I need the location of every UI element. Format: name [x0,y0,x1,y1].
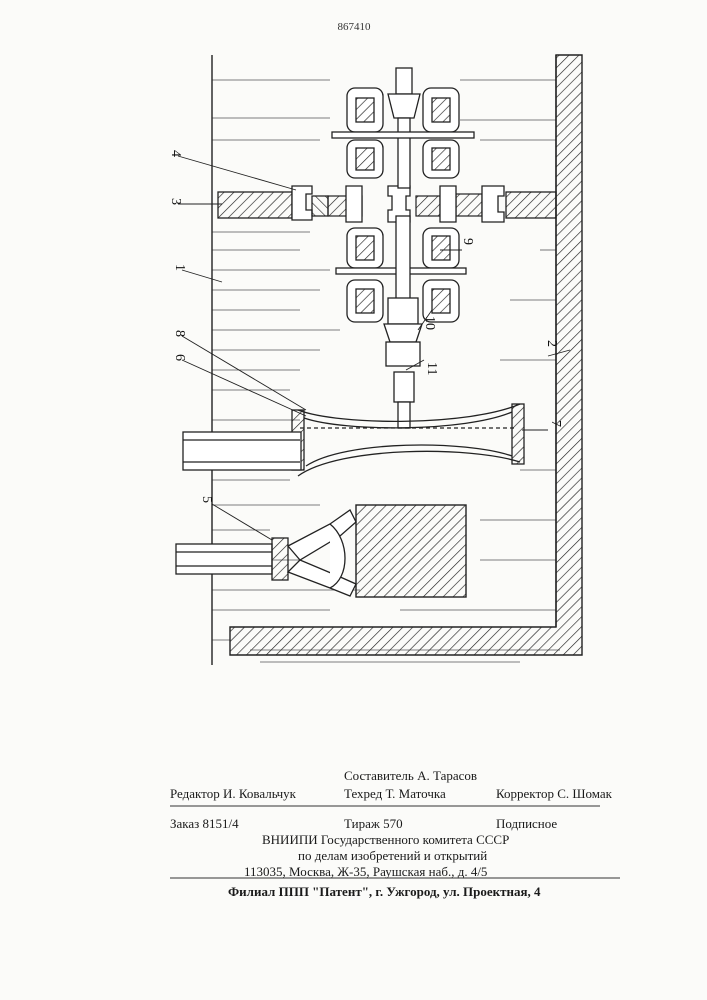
partition-plate [218,192,556,218]
label-6: 6 [172,354,187,361]
label-1: 1 [172,264,187,271]
inlet-pipe [183,432,301,470]
load-block [356,505,466,597]
lower-shaft [384,216,422,428]
label-10: 10 [422,316,437,330]
branch-line: Филиал ППП "Патент", г. Ужгород, ул. Про… [228,884,541,900]
circulation-line: Тираж 570 [344,816,403,832]
upper-shaft [388,68,420,188]
corrector-line: Корректор С. Шомак [496,786,612,802]
org-address: 113035, Москва, Ж-35, Раушская наб., д. … [244,864,487,880]
org-line-2: по делам изобретений и открытий [298,848,487,864]
label-5: 5 [199,496,214,503]
techred-line: Техред Т. Маточка [344,786,446,802]
label-8: 8 [172,330,187,337]
order-line: Заказ 8151/4 [170,816,239,832]
editor-line: Редактор И. Ковальчук [170,786,296,802]
label-4: 4 [168,150,183,157]
label-2: 2 [544,340,559,347]
subscription-line: Подписное [496,816,557,832]
patent-number: 867410 [338,21,372,33]
label-3: 3 [168,198,183,205]
label-11: 11 [424,362,439,375]
org-line-1: ВНИИПИ Государственного комитета СССР [262,832,509,848]
lower-fitting [176,510,356,596]
label-9: 9 [460,238,475,245]
compiler-line: Составитель А. Тарасов [344,768,477,784]
label-7: 7 [548,420,563,427]
